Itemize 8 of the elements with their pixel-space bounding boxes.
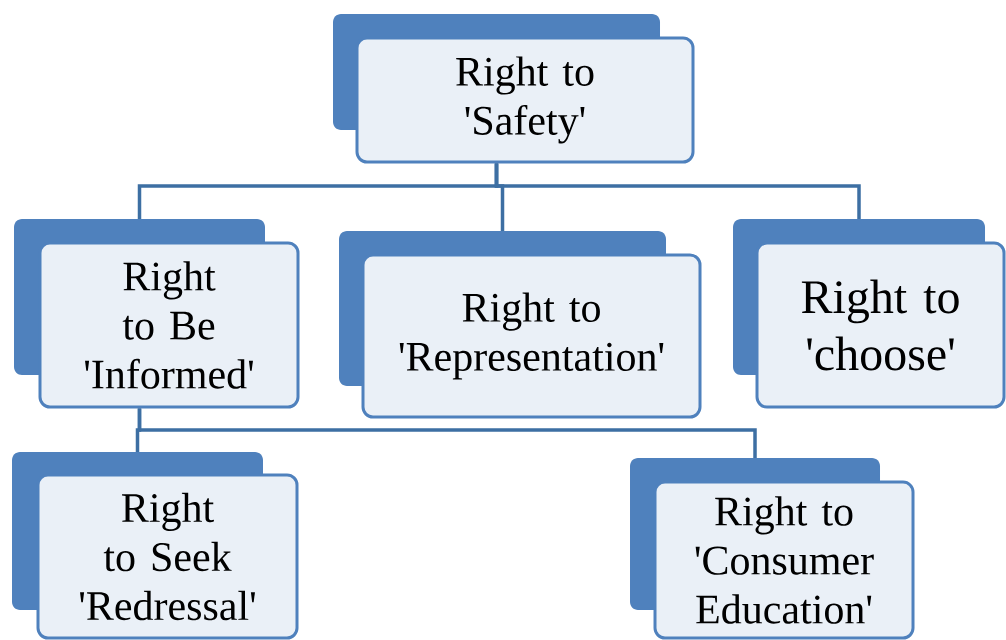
connector — [494, 163, 861, 219]
text-box: Right to 'Safety' — [333, 14, 695, 164]
text-box: Right to 'Consumer Education' — [630, 458, 915, 640]
connector — [137, 408, 757, 458]
text-box: Right to 'Representation' — [339, 231, 702, 419]
text-box: Right to Seek 'Redressal' — [12, 452, 299, 640]
text-box: Right to Be 'Informed' — [14, 219, 300, 409]
text-box: Right to 'choose' — [733, 219, 1006, 409]
